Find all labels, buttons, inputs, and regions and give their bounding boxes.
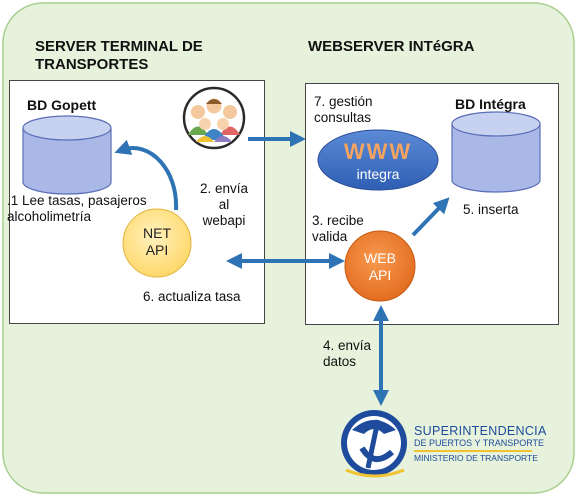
database-icon-gopett: [22, 115, 112, 195]
logo-line1: SUPERINTENDENCIA: [414, 424, 547, 438]
web-api-line1: WEB: [364, 250, 396, 266]
db-integra-label: BD Intégra: [455, 96, 526, 112]
step6-label: 6. actualiza tasa: [143, 289, 241, 304]
step1-label: .1 Lee tasas, pasajeros alcoholimetría: [7, 193, 147, 225]
users-icon: [182, 86, 246, 150]
step5-label: 5. inserta: [463, 202, 519, 217]
server-terminal-title: SERVER TERMINAL DE TRANSPORTES: [35, 38, 203, 74]
server-terminal-title-line2: TRANSPORTES: [35, 56, 149, 73]
arrow-net-to-gopett: [114, 139, 179, 211]
net-api-node: [122, 208, 192, 278]
web-api-label: WEB API: [350, 250, 410, 284]
db-gopett-label: BD Gopett: [27, 97, 97, 113]
database-icon-integra: [451, 111, 541, 193]
net-api-label: NET API: [127, 225, 187, 259]
step1-line2: alcoholimetría: [7, 209, 92, 224]
step3-label: 3. recibe valida: [312, 213, 364, 245]
step2-label: 2. envía al webapi: [190, 181, 258, 229]
step1-line1: .1 Lee tasas, pasajeros: [7, 193, 147, 208]
web-api-line2: API: [368, 267, 392, 283]
step7-line2: consultas: [314, 110, 372, 125]
webserver-title: WEBSERVER INTéGRA: [308, 38, 475, 55]
step2-line2: al: [218, 197, 230, 212]
logo-line3: MINISTERIO DE TRANSPORTE: [414, 453, 538, 463]
step3-line1: 3. recibe: [312, 213, 364, 228]
logo-seal-icon: [341, 410, 407, 478]
www-label: WWW: [343, 139, 413, 164]
step3-line2: valida: [312, 229, 348, 244]
logo-divider: [414, 450, 532, 452]
www-sub-label: integra: [356, 166, 400, 182]
step2-line3: webapi: [202, 213, 246, 228]
globe-www-icon: [317, 129, 439, 191]
web-api-node: [344, 230, 416, 302]
net-api-line1: NET: [143, 225, 171, 241]
logo-text: SUPERINTENDENCIA DE PUERTOS Y TRANSPORTE…: [414, 424, 547, 463]
step4-line1: 4. envía: [323, 338, 372, 353]
step2-line1: 2. envía: [199, 181, 249, 196]
step7-label: 7. gestión consultas: [314, 94, 373, 126]
step4-line2: datos: [323, 354, 357, 369]
arrow-webapi-to-integra: [411, 197, 450, 237]
step4-label: 4. envía datos: [323, 338, 371, 370]
step7-line1: 7. gestión: [314, 94, 373, 109]
logo-line2: DE PUERTOS Y TRANSPORTE: [414, 438, 545, 448]
server-terminal-title-line1: SERVER TERMINAL DE: [35, 38, 203, 55]
net-api-line2: API: [145, 242, 169, 258]
